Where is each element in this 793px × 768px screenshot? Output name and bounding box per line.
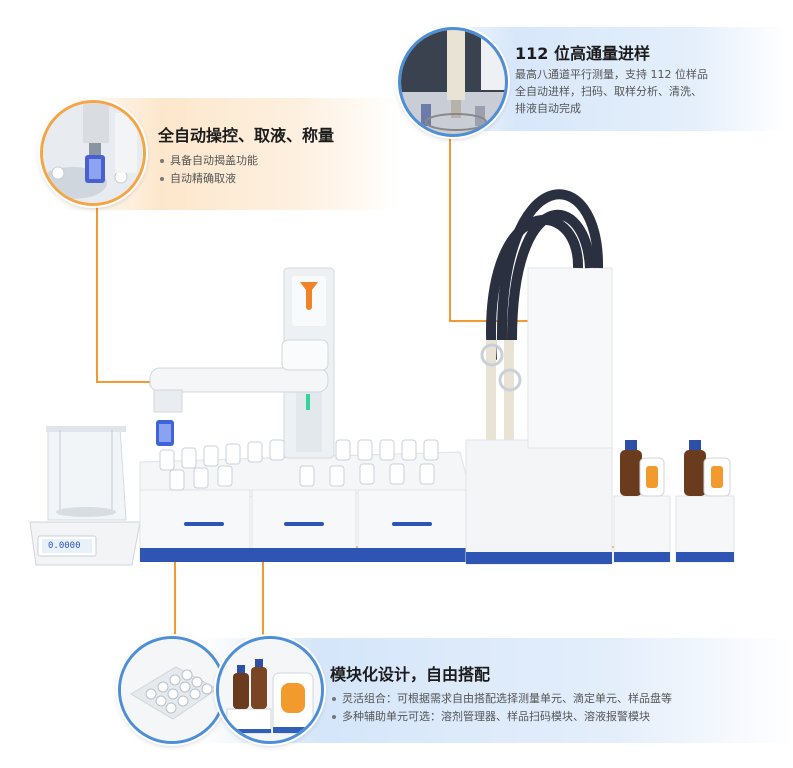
modular-callout-title: 模块化设计，自由搭配 <box>330 665 491 684</box>
sampling-line-2: 全自动进样，扫码、取样分析、清洗、 <box>515 85 702 98</box>
sample-vials <box>159 439 439 491</box>
modular-bullet-2: 多种辅助单元可选：溶剂管理器、样品扫码模块、溶液报警模块 <box>332 708 650 725</box>
autosampler-tower <box>465 189 613 565</box>
robot-connector-h <box>96 381 154 383</box>
robot-bullet-1: 具备自动揭盖功能 <box>160 152 258 169</box>
robot-callout-title: 全自动操控、取液、称量 <box>158 126 335 145</box>
modular-connector-left <box>174 516 176 646</box>
balance-display: 0.0000 <box>48 541 81 551</box>
solvent-modules <box>613 440 735 563</box>
modular-bullet-1: 灵活组合：可根据需求自由搭配选择测量单元、滴定单元、样品盘等 <box>332 690 672 707</box>
solvent-module-thumbnail <box>216 636 324 744</box>
robot-bullet-2: 自动精确取液 <box>160 170 236 187</box>
analytical-balance <box>29 426 141 566</box>
sampling-connector-v <box>449 125 451 322</box>
sampling-callout-title: 112 位高通量进样 <box>515 44 650 63</box>
robot-arm <box>149 267 335 459</box>
robot-connector-v <box>96 200 98 383</box>
modular-connector-right-v <box>262 546 264 646</box>
robot-detail-thumbnail <box>40 100 146 206</box>
sampling-line-3: 排液自动完成 <box>515 102 581 115</box>
sampling-line-1: 最高八通道平行测量，支持 112 位样品 <box>515 68 708 81</box>
sample-tray-thumbnail <box>118 636 226 744</box>
sample-tray-base <box>139 451 471 562</box>
